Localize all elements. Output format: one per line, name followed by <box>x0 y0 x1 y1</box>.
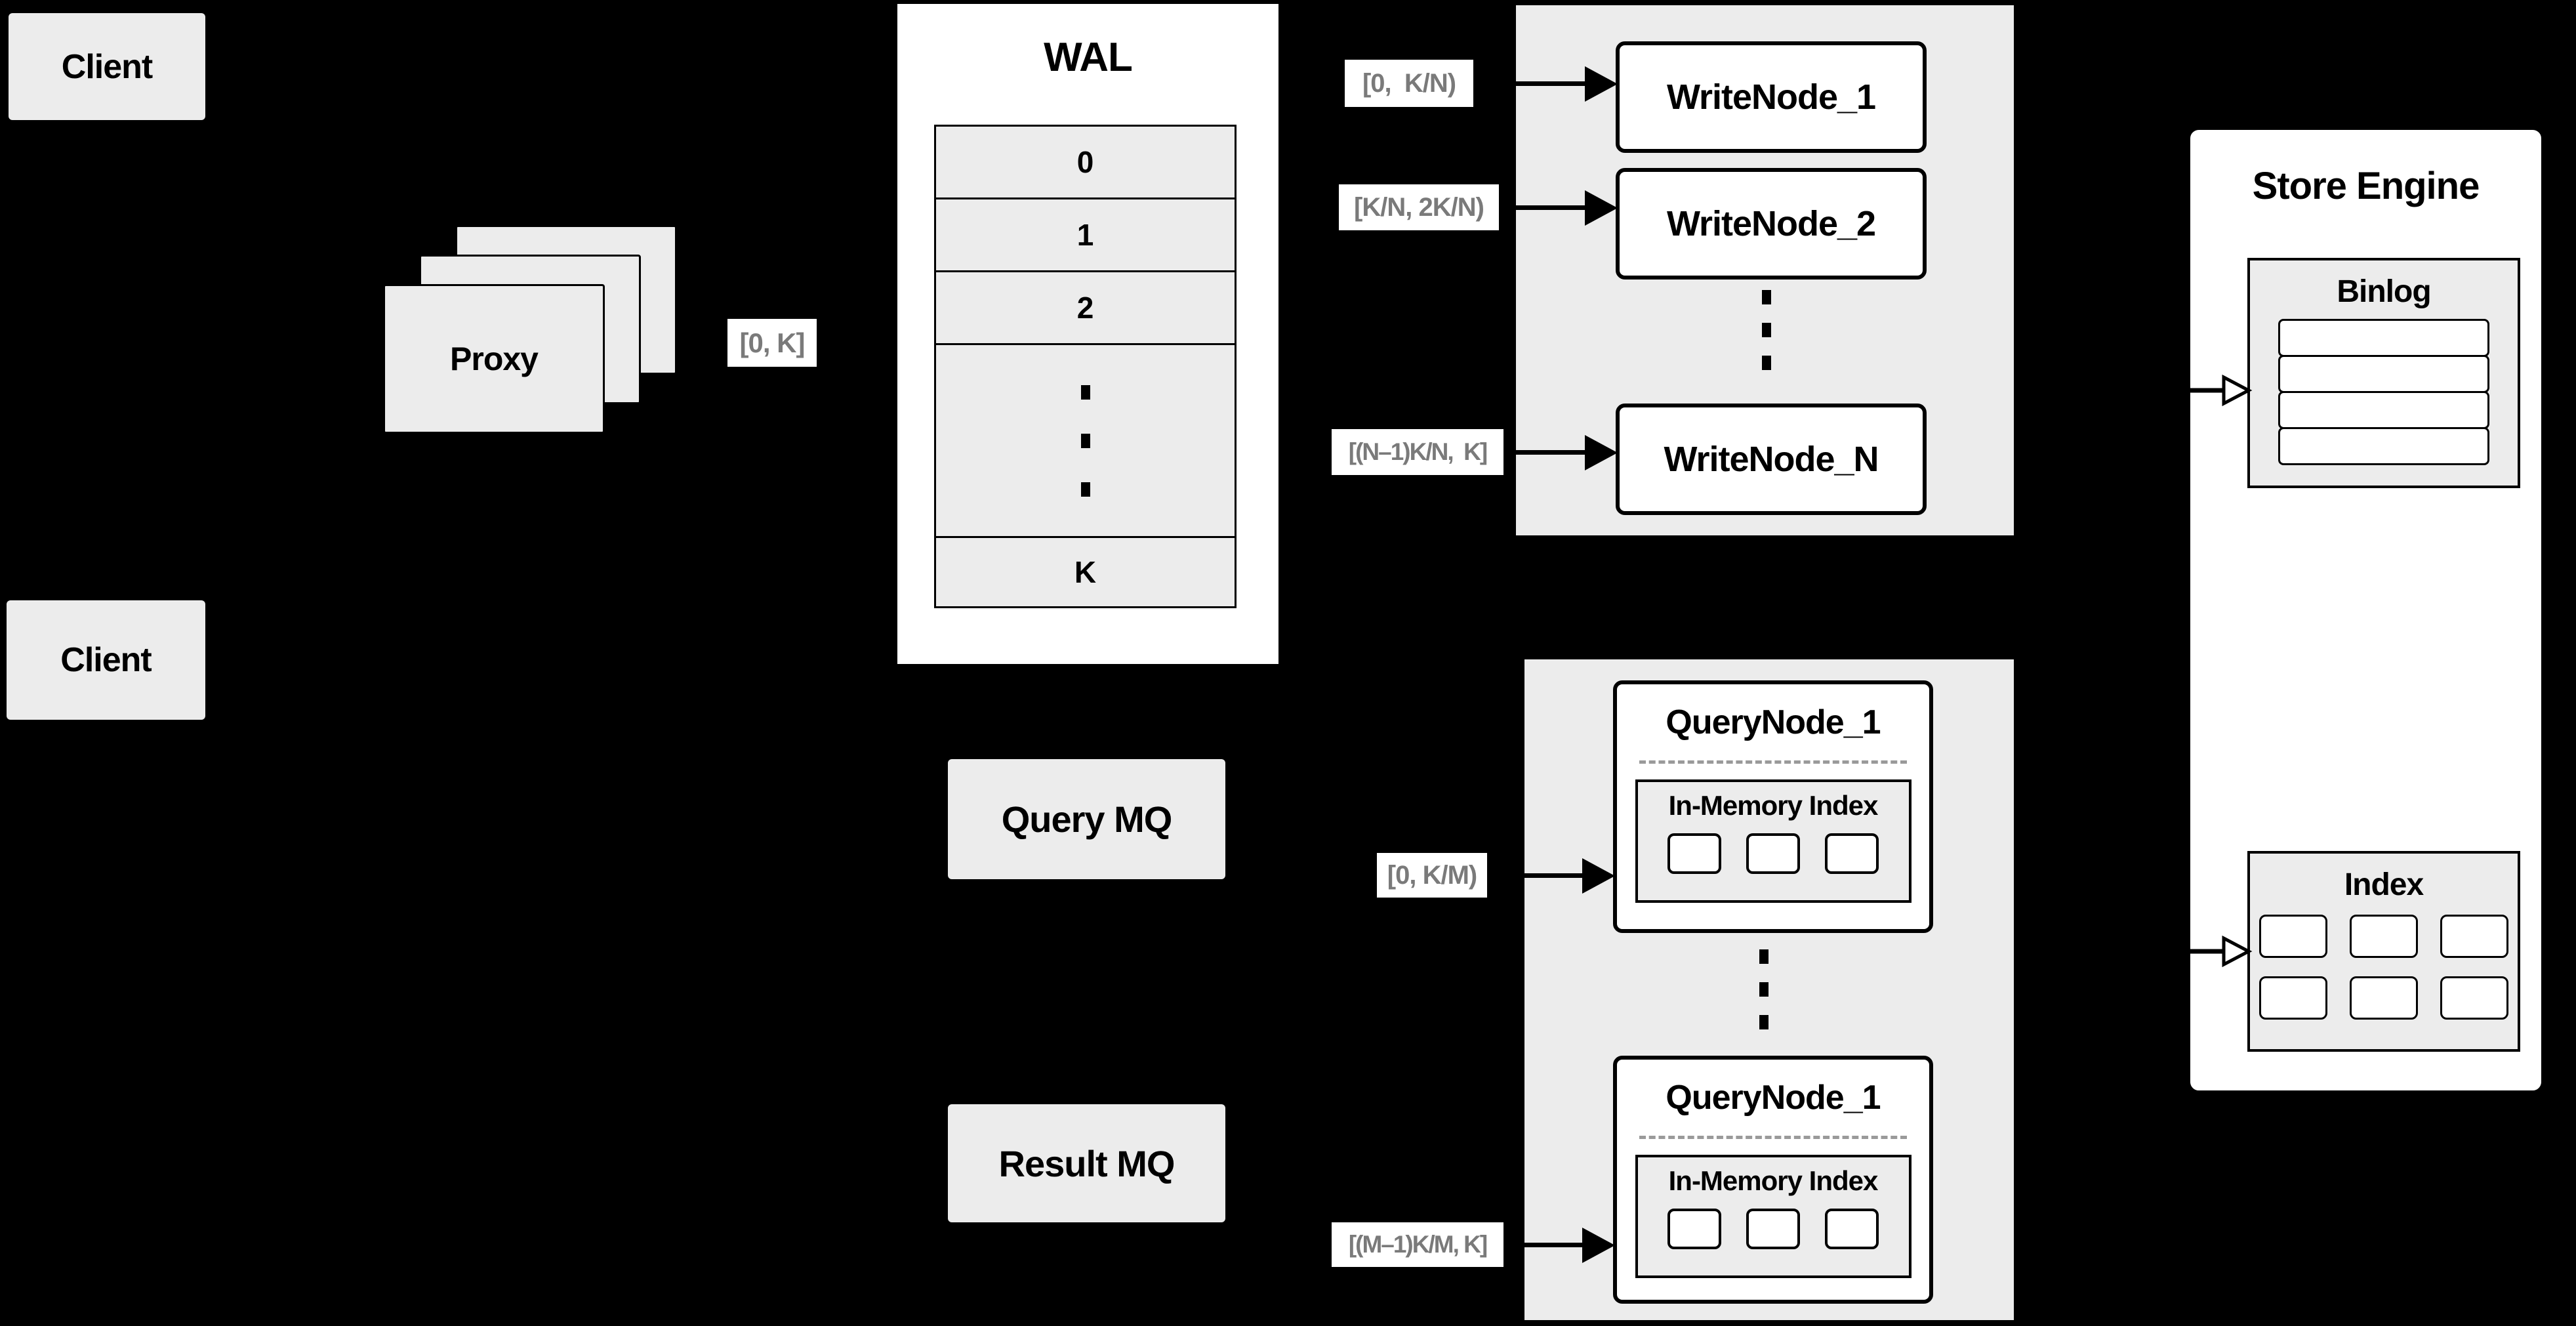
client-box-top: Client <box>9 13 205 120</box>
mem-cell <box>1746 1209 1800 1249</box>
client-box-bottom: Client <box>7 600 205 720</box>
memory-slots <box>1638 1209 1909 1249</box>
write-node-2-label: WriteNode_2 <box>1666 204 1876 243</box>
binlog-row <box>2278 319 2489 357</box>
query-mq-box: Query MQ <box>948 759 1225 879</box>
index-cell <box>2259 976 2327 1020</box>
index-cell <box>2440 976 2508 1020</box>
proxy-range-chip: [0, K] <box>727 319 817 367</box>
arrow-to-query-node-bottom <box>1503 1243 1582 1247</box>
arrow-to-write-node-n <box>1503 450 1585 455</box>
query-node-m-range-chip: [(M–1)K/M, K] <box>1332 1222 1503 1267</box>
dot <box>1762 290 1771 304</box>
dot <box>1759 949 1768 964</box>
write-node-2-range-chip: [K/N, 2K/N) <box>1339 184 1499 230</box>
in-memory-index-title: In-Memory Index <box>1668 790 1879 821</box>
client-label: Client <box>61 47 153 86</box>
mem-cell <box>1667 833 1721 874</box>
binlog-rows <box>2250 319 2518 465</box>
query-node-1-range-chip: [0, K/M) <box>1377 853 1487 898</box>
dot <box>1759 1015 1768 1029</box>
arrow-to-write-node-1 <box>1473 81 1585 86</box>
dot <box>1080 433 1090 448</box>
index-cell <box>2350 915 2418 958</box>
query-node-divider <box>1639 1136 1907 1139</box>
wal-segment-0: 0 <box>934 125 1237 199</box>
query-node-top-title: QueryNode_1 <box>1666 703 1881 741</box>
binlog-row <box>2278 355 2489 393</box>
arrow-to-query-node-top <box>1487 873 1582 878</box>
query-nodes-panel: QueryNode_1 In-Memory Index QueryNode_1 … <box>1523 657 2016 1322</box>
result-mq-box: Result MQ <box>948 1104 1225 1222</box>
dot <box>1762 356 1771 370</box>
in-memory-index-panel-top: In-Memory Index <box>1635 779 1912 903</box>
write-node-n-label: WriteNode_N <box>1664 440 1879 479</box>
query-node-top-box: QueryNode_1 In-Memory Index <box>1613 680 1933 933</box>
index-panel: Index <box>2247 851 2520 1052</box>
query-mq-label: Query MQ <box>1001 798 1173 840</box>
index-cell <box>2259 915 2327 958</box>
write-node-2-box: WriteNode_2 <box>1616 168 1927 280</box>
dot <box>1762 323 1771 337</box>
wal-segment-1: 1 <box>934 197 1237 272</box>
arrow-to-write-node-2 <box>1499 205 1585 210</box>
write-node-n-range-chip: [(N–1)K/N, K] <box>1332 429 1503 475</box>
proxy-label: Proxy <box>450 341 539 377</box>
wal-panel: WAL 0 1 2 K <box>895 2 1280 666</box>
index-title: Index <box>2344 867 2424 902</box>
binlog-arrow-icon <box>2187 375 2253 406</box>
mem-cell <box>1825 833 1879 874</box>
write-node-1-label: WriteNode_1 <box>1666 77 1876 117</box>
dot <box>1759 982 1768 997</box>
query-node-bottom-title: QueryNode_1 <box>1666 1079 1881 1117</box>
in-memory-index-panel-bottom: In-Memory Index <box>1635 1155 1912 1278</box>
write-node-1-box: WriteNode_1 <box>1616 41 1927 153</box>
client-label: Client <box>60 641 152 679</box>
binlog-title: Binlog <box>2337 274 2431 309</box>
wal-table: 0 1 2 K <box>934 125 1237 608</box>
index-arrow-icon <box>2187 936 2253 967</box>
mem-cell <box>1746 833 1800 874</box>
wal-segment-k: K <box>934 536 1237 608</box>
write-nodes-ellipsis <box>1762 281 1771 379</box>
wal-segment-2: 2 <box>934 270 1237 345</box>
binlog-row <box>2278 391 2489 429</box>
wal-ellipsis <box>934 343 1237 538</box>
memory-slots <box>1638 833 1909 874</box>
in-memory-index-title: In-Memory Index <box>1668 1165 1879 1196</box>
store-engine-title: Store Engine <box>2252 165 2480 207</box>
query-nodes-ellipsis <box>1759 940 1768 1039</box>
dot <box>1080 482 1090 497</box>
query-node-bottom-box: QueryNode_1 In-Memory Index <box>1613 1056 1933 1304</box>
index-cell <box>2350 976 2418 1020</box>
proxy-card-front: Proxy <box>383 284 605 434</box>
wal-title: WAL <box>1044 35 1133 80</box>
mem-cell <box>1825 1209 1879 1249</box>
write-node-1-range-chip: [0, K/N) <box>1345 60 1473 107</box>
mem-cell <box>1667 1209 1721 1249</box>
query-node-divider <box>1639 760 1907 764</box>
write-node-n-box: WriteNode_N <box>1616 404 1927 515</box>
index-cells <box>2250 915 2518 1020</box>
binlog-panel: Binlog <box>2247 258 2520 488</box>
binlog-row <box>2278 427 2489 465</box>
dot <box>1080 384 1090 400</box>
result-mq-label: Result MQ <box>998 1142 1176 1184</box>
index-cell <box>2440 915 2508 958</box>
